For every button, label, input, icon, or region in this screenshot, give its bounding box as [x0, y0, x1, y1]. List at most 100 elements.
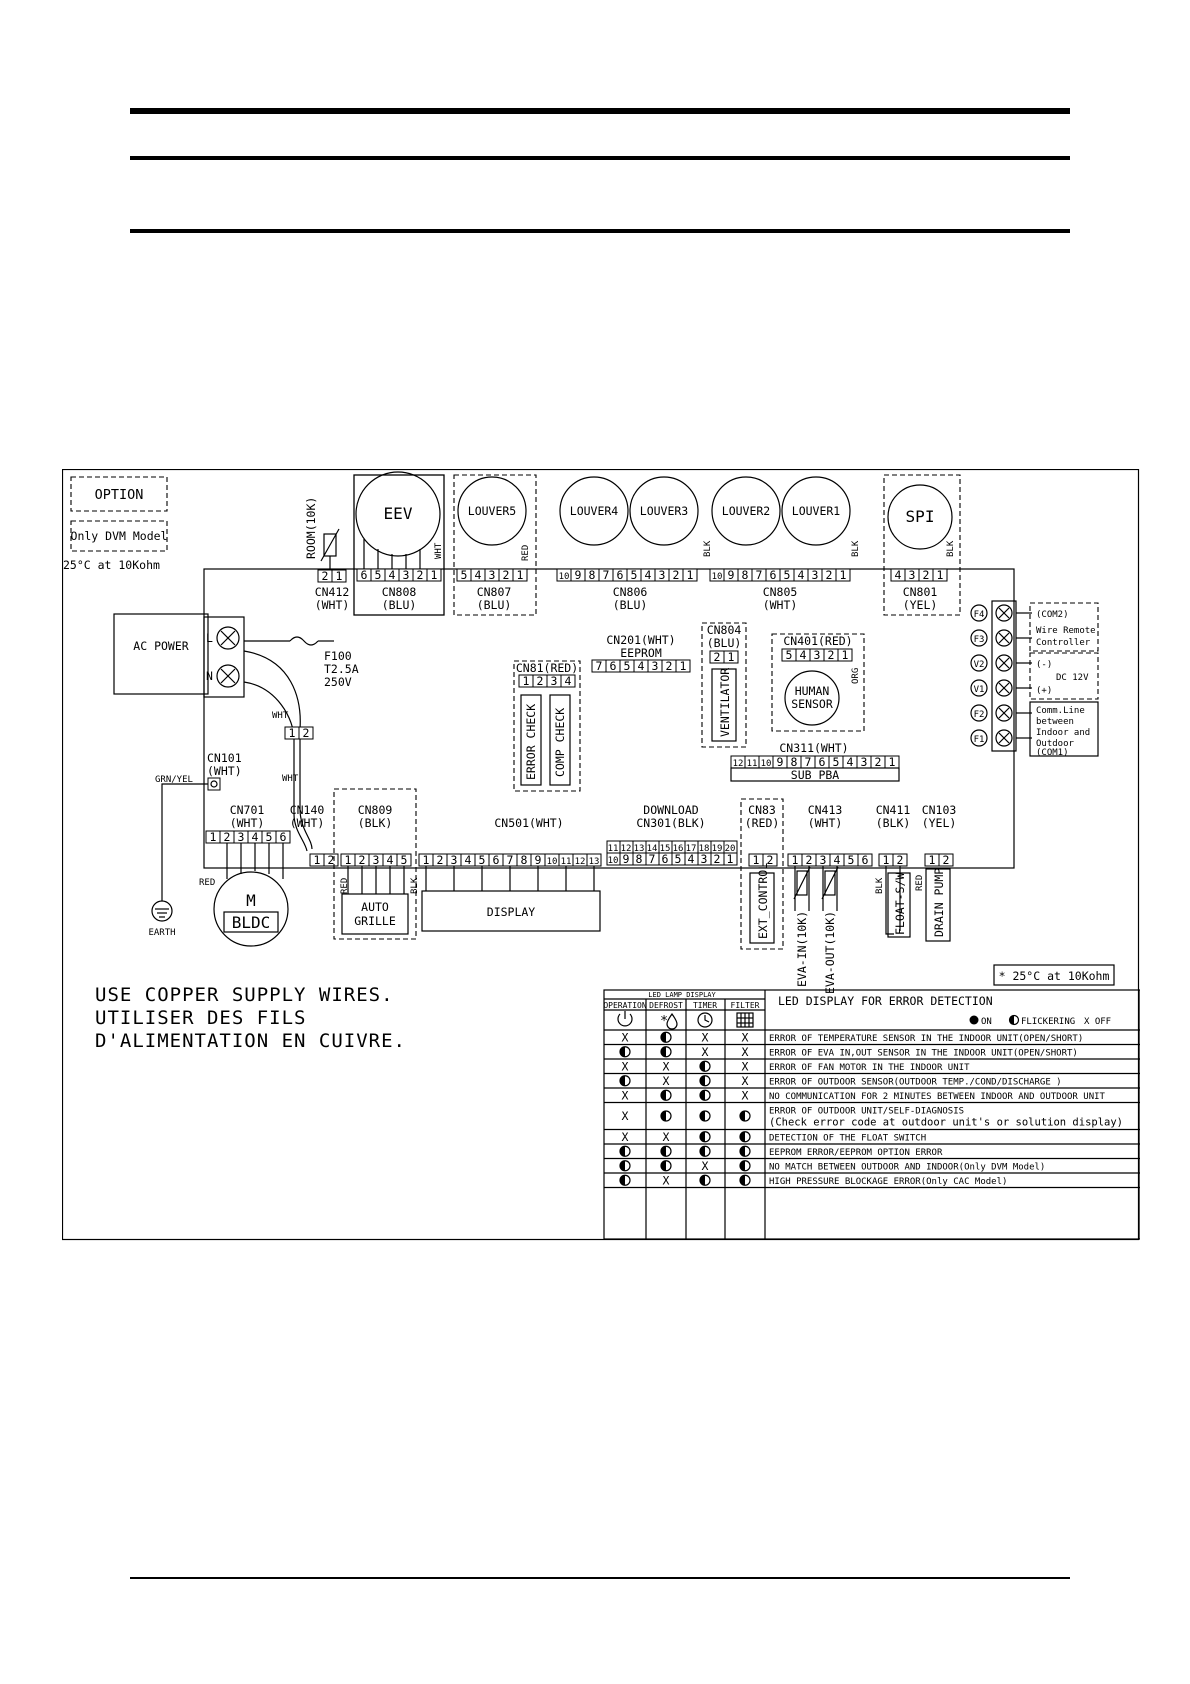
cn201-name: CN201(WHT)	[606, 633, 675, 647]
drain-pump-label: DRAIN PUMP	[932, 868, 946, 937]
svg-text:5: 5	[461, 568, 468, 582]
ac-power-box	[113, 613, 209, 695]
svg-text:3: 3	[861, 755, 868, 769]
svg-text:6: 6	[662, 852, 669, 866]
sensor-spec-top: 25°C at 10Kohm	[63, 558, 160, 572]
human-sensor-line2: SENSOR	[791, 697, 833, 711]
svg-text:12: 12	[733, 759, 744, 769]
svg-text:7: 7	[596, 659, 603, 673]
svg-text:7: 7	[603, 568, 610, 582]
svg-text:7: 7	[649, 852, 656, 866]
cn801-name: CN801	[903, 585, 938, 599]
svg-text:4: 4	[252, 830, 259, 844]
auto-grille-line2: GRILLE	[354, 914, 396, 928]
cn805-name: CN805	[763, 585, 798, 599]
svg-text:1: 1	[753, 853, 760, 867]
svg-text:5: 5	[786, 648, 793, 662]
svg-text:5: 5	[479, 853, 486, 867]
svg-text:3: 3	[701, 852, 708, 866]
cn805-pins: 10 9 8 7 6 5 4 3 2 1	[709, 568, 851, 582]
svg-text:1: 1	[314, 853, 321, 867]
svg-text:10: 10	[608, 856, 619, 866]
led-state-off: X	[663, 1173, 670, 1187]
notice-line2: UTILISER DES FILS	[95, 1007, 306, 1029]
cn804-pins: 2 1	[709, 650, 739, 664]
timer-icon	[697, 1012, 713, 1028]
cn701-pins: 1 2 3 4 5 6	[205, 830, 291, 844]
error-check-label: ERROR CHECK	[524, 704, 538, 780]
cn809-box	[333, 788, 417, 940]
svg-text:F2: F2	[974, 710, 985, 720]
com1-label: (COM1)	[1036, 748, 1069, 758]
cn83-color: (RED)	[745, 816, 780, 830]
svg-text:4: 4	[638, 659, 645, 673]
svg-text:V1: V1	[974, 685, 985, 695]
led-state-flicker-fill	[700, 1075, 705, 1086]
svg-text:14: 14	[647, 844, 658, 854]
led-state-off: X	[742, 1074, 749, 1088]
header-rule-bottom	[130, 229, 1070, 233]
svg-text:3: 3	[489, 568, 496, 582]
led-state-off: X	[622, 1030, 629, 1044]
svg-text:9: 9	[777, 755, 784, 769]
svg-text:9: 9	[623, 852, 630, 866]
cn501-pins: 1 2 3 4 5 6 7 8 9 10 11 12 13	[418, 853, 602, 867]
led-state-off: X	[702, 1030, 709, 1044]
right-terminals: F4 F3 V2 V1 F2 F1	[970, 604, 1013, 747]
cn81-box	[513, 660, 581, 792]
comm-line-4: Outdoor	[1036, 739, 1075, 749]
louver5-wire: RED	[521, 545, 531, 561]
led-state-flicker-fill	[620, 1046, 625, 1057]
ventilator-label: VENTILATOR	[718, 668, 732, 737]
led-state-flicker-fill	[661, 1090, 666, 1101]
grn-yel-label: GRN/YEL	[155, 775, 193, 785]
svg-text:4: 4	[688, 852, 695, 866]
svg-text:1: 1	[345, 853, 352, 867]
cn412-color: (WHT)	[315, 598, 350, 612]
cn103-color: (YEL)	[922, 816, 957, 830]
svg-text:2: 2	[359, 853, 366, 867]
svg-text:*: *	[660, 1013, 668, 1029]
svg-text:2: 2	[537, 674, 544, 688]
cn413-color: (WHT)	[808, 816, 843, 830]
remote-controller-box	[1029, 602, 1099, 652]
cn101-pin	[207, 777, 221, 791]
human-sensor	[784, 670, 840, 726]
cn806-pins: 10 9 8 7 6 5 4 3 2 1	[556, 568, 698, 582]
svg-text:2: 2	[503, 568, 510, 582]
svg-text:13: 13	[634, 844, 645, 854]
float-switch-box	[887, 872, 911, 938]
svg-text:11: 11	[608, 844, 619, 854]
col-operation: OPERATION	[603, 1001, 647, 1010]
led-table-title: LED DISPLAY FOR ERROR DETECTION	[778, 994, 993, 1008]
svg-text:1: 1	[523, 674, 530, 688]
svg-text:F4: F4	[974, 610, 985, 620]
cn806-name: CN806	[613, 585, 648, 599]
svg-text:19: 19	[712, 844, 723, 854]
louver3-label: LOUVER3	[640, 504, 689, 518]
cn701-color: (WHT)	[230, 816, 265, 830]
legend-on-icon	[969, 1015, 979, 1025]
svg-text:3: 3	[403, 568, 410, 582]
svg-text:3: 3	[812, 568, 819, 582]
louver2-motor	[711, 476, 781, 546]
led-state-flicker-fill	[700, 1090, 705, 1101]
cn401-box	[771, 633, 865, 732]
terminal-l: L	[206, 631, 213, 645]
svg-text:5: 5	[833, 755, 840, 769]
svg-text:3: 3	[820, 853, 827, 867]
svg-text:17: 17	[686, 844, 697, 854]
cn808-name: CN808	[382, 585, 417, 599]
svg-text:2: 2	[897, 853, 904, 867]
display-label: DISPLAY	[487, 905, 536, 919]
footer-rule	[130, 1577, 1070, 1579]
ext-control-box	[749, 872, 775, 944]
option-box	[70, 476, 168, 512]
cn805-wire: BLK	[851, 540, 861, 557]
led-state-flicker-fill	[700, 1146, 705, 1157]
led-row-text: ERROR OF OUTDOOR SENSOR(OUTDOOR TEMP./CO…	[769, 1077, 1062, 1087]
led-state-off: X	[622, 1059, 629, 1073]
cn809-red-label: RED	[340, 878, 350, 894]
svg-text:8: 8	[589, 568, 596, 582]
svg-text:5: 5	[784, 568, 791, 582]
